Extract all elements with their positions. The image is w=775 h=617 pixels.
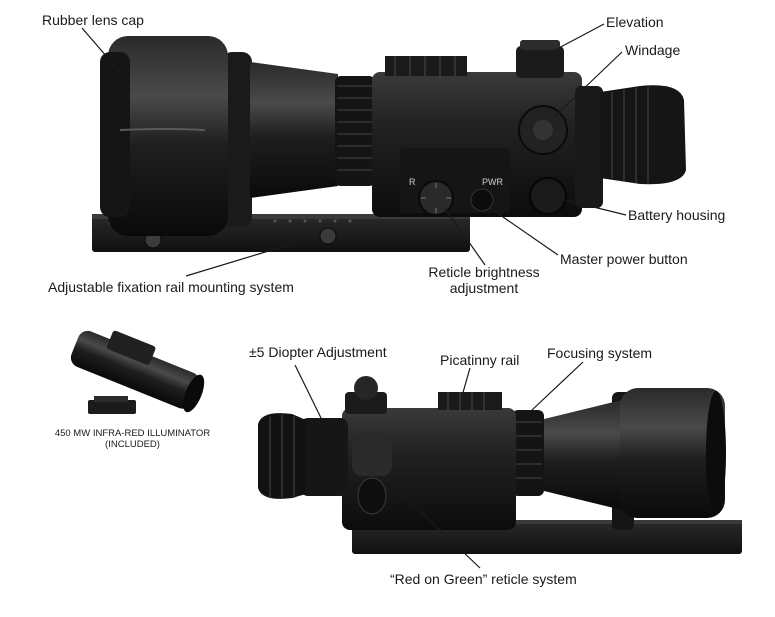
objective-bell — [250, 62, 338, 198]
top-scope: R PWR — [92, 36, 686, 252]
label-windage: Windage — [625, 42, 681, 58]
lens-cap — [108, 36, 228, 236]
label-reticle-brightness-line2: adjustment — [449, 280, 519, 296]
bottom-lens-cap — [620, 388, 725, 518]
ring-mount — [222, 52, 252, 227]
eyepiece — [600, 85, 686, 185]
leader-battery — [564, 199, 627, 216]
power-button — [470, 188, 494, 212]
leader-diopter — [294, 364, 323, 421]
bottom-focus-ring — [512, 410, 544, 496]
leader-rail — [185, 239, 306, 277]
bottom-scope — [258, 376, 742, 554]
panel-pwr-text: PWR — [482, 177, 503, 187]
label-master-power-button: Master power button — [560, 251, 688, 267]
leader-reticle — [444, 207, 486, 266]
label-adjustable-rail: Adjustable fixation rail mounting system — [48, 279, 294, 295]
leader-focusing — [531, 361, 584, 411]
label-rubber-lens-cap: Rubber lens cap — [42, 12, 144, 28]
label-reticle-brightness-line1: Reticle brightness — [428, 264, 540, 280]
leader-elevation — [554, 23, 605, 51]
label-illuminator-line2: (INCLUDED) — [105, 439, 160, 450]
leader-windage — [554, 51, 623, 117]
leader-power — [489, 207, 559, 256]
panel-r-text: R — [409, 177, 416, 187]
label-elevation: Elevation — [606, 14, 664, 30]
label-illuminator-line1: 450 MW INFRA-RED ILLUMINATOR — [54, 428, 211, 439]
label-illuminator: 450 MW INFRA-RED ILLUMINATOR (INCLUDED) — [40, 428, 225, 450]
leader-picatinny — [461, 367, 471, 397]
label-reticle-brightness: Reticle brightness adjustment — [414, 264, 554, 296]
leader-lens-cap — [81, 27, 121, 73]
label-picatinny: Picatinny rail — [440, 352, 520, 368]
label-battery-housing: Battery housing — [628, 207, 726, 223]
label-focusing: Focusing system — [547, 345, 653, 361]
elevation-turret — [516, 46, 564, 78]
leader-reticle-system — [397, 489, 481, 569]
leader-lines — [81, 23, 627, 569]
battery-cap — [529, 177, 567, 215]
reticle-knob — [418, 180, 454, 216]
bottom-picatinny — [438, 392, 502, 410]
label-reticle-system: “Red on Green” reticle system — [390, 571, 577, 587]
ir-illuminator — [70, 330, 205, 414]
top-picatinny — [385, 56, 467, 76]
label-diopter: ±5 Diopter Adjustment — [249, 344, 387, 360]
